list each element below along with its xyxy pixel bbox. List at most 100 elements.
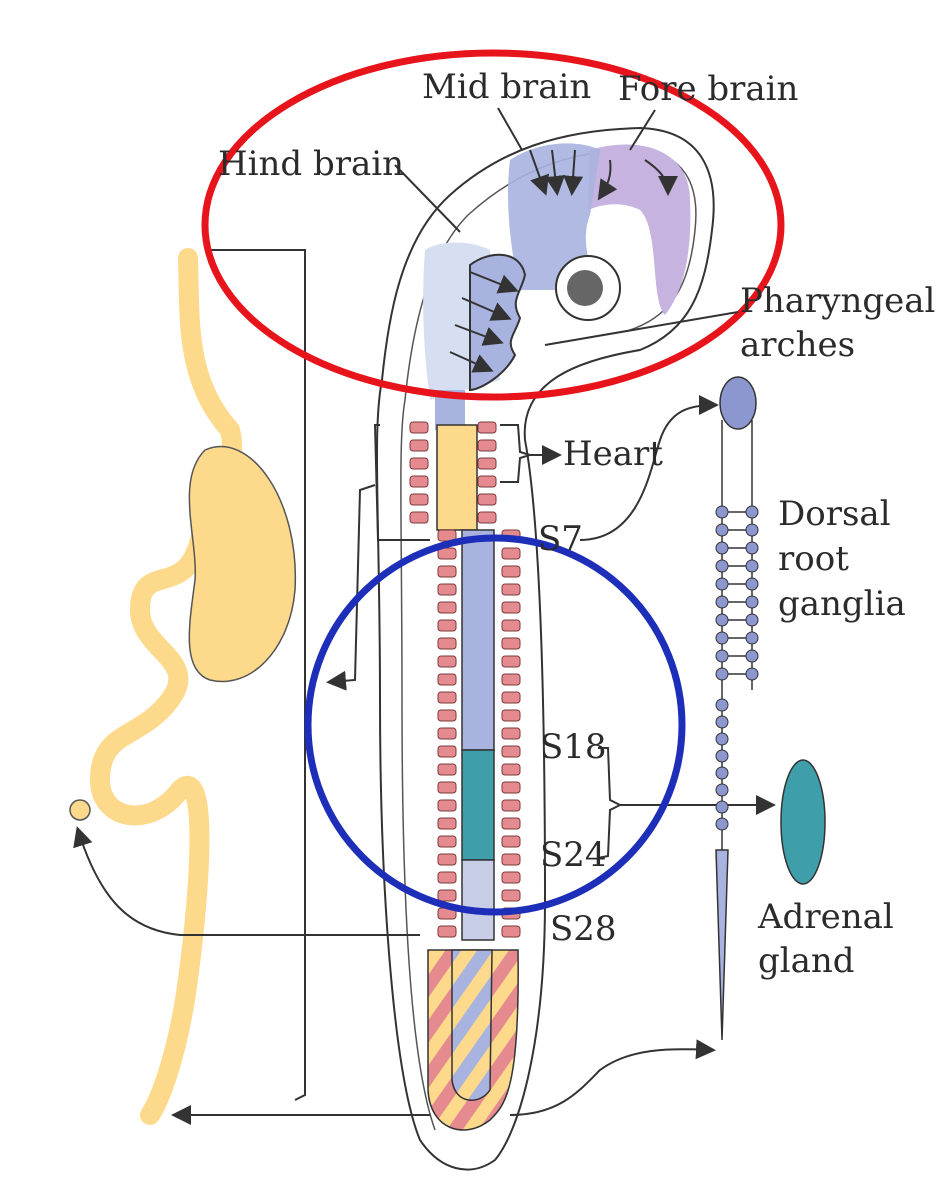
somite bbox=[437, 799, 457, 812]
ganglion-bead bbox=[715, 631, 729, 645]
somite bbox=[437, 763, 457, 776]
sympathetic-bead bbox=[715, 817, 729, 831]
neural-tube-lower bbox=[461, 859, 495, 941]
left-connectors bbox=[73, 249, 430, 1125]
neural-tube-blue bbox=[461, 529, 495, 751]
somite bbox=[437, 547, 457, 560]
somite bbox=[501, 583, 521, 596]
somite bbox=[437, 781, 457, 794]
sympathetic-spike bbox=[715, 849, 729, 1041]
somite bbox=[409, 493, 429, 506]
ganglion-bead bbox=[745, 577, 759, 591]
hind-brain-label: Hind brain bbox=[218, 144, 404, 184]
root-label: root bbox=[778, 539, 849, 579]
somite bbox=[477, 511, 497, 524]
somite bbox=[477, 457, 497, 470]
somite bbox=[501, 691, 521, 704]
somite bbox=[501, 889, 521, 902]
somite bbox=[437, 673, 457, 686]
fore-brain-label: Fore brain bbox=[618, 69, 798, 109]
somite bbox=[437, 817, 457, 830]
ganglion-bead bbox=[745, 595, 759, 609]
somite bbox=[501, 925, 521, 938]
somite bbox=[437, 583, 457, 596]
somite bbox=[501, 619, 521, 632]
somite bbox=[437, 655, 457, 668]
ganglion-bead bbox=[715, 667, 729, 681]
somite bbox=[437, 619, 457, 632]
dorsal-label: Dorsal bbox=[778, 494, 891, 534]
somite bbox=[501, 853, 521, 866]
somite bbox=[501, 781, 521, 794]
heart-bracket bbox=[373, 424, 562, 541]
somite bbox=[501, 871, 521, 884]
somite bbox=[501, 835, 521, 848]
neural-tube-yellow bbox=[436, 424, 478, 531]
ganglion-bead bbox=[715, 595, 729, 609]
somite bbox=[501, 763, 521, 776]
sympathetic-bead bbox=[715, 749, 729, 763]
somite bbox=[437, 871, 457, 884]
label-leaders bbox=[394, 107, 739, 346]
ganglion-bead bbox=[715, 541, 729, 555]
somite bbox=[409, 439, 429, 452]
somite bbox=[477, 421, 497, 434]
somite bbox=[409, 421, 429, 434]
ganglion-bead bbox=[715, 559, 729, 573]
somite bbox=[477, 475, 497, 488]
somite bbox=[501, 709, 521, 722]
gland-label: gland bbox=[758, 941, 855, 981]
ganglion-bead bbox=[745, 613, 759, 627]
sympathetic-bead bbox=[715, 715, 729, 729]
kidney-duct bbox=[90, 248, 242, 1125]
somite bbox=[501, 601, 521, 614]
ganglion-bead bbox=[745, 667, 759, 681]
somite bbox=[501, 637, 521, 650]
somite bbox=[501, 655, 521, 668]
ganglion-bead bbox=[715, 505, 729, 519]
sympathetic-bead bbox=[715, 698, 729, 712]
ganglion-bead bbox=[715, 577, 729, 591]
s28-label: S28 bbox=[550, 909, 617, 949]
arches-label: arches bbox=[740, 325, 855, 365]
somite bbox=[501, 817, 521, 830]
tail-striped-inner bbox=[451, 949, 493, 1101]
ganglion-bead bbox=[745, 541, 759, 555]
ganglia-label: ganglia bbox=[778, 584, 906, 624]
somite bbox=[437, 925, 457, 938]
brain-migration-arrows bbox=[449, 149, 678, 373]
somite bbox=[501, 547, 521, 560]
somite bbox=[437, 691, 457, 704]
adrenal-bracket bbox=[597, 747, 776, 859]
somite bbox=[437, 601, 457, 614]
ganglion-bead bbox=[715, 613, 729, 627]
mid-brain-label: Mid brain bbox=[422, 67, 591, 107]
somite bbox=[437, 565, 457, 578]
somite bbox=[437, 745, 457, 758]
somite bbox=[501, 565, 521, 578]
somite bbox=[501, 799, 521, 812]
somite bbox=[437, 637, 457, 650]
kidney-body bbox=[188, 445, 297, 683]
adrenal-label: Adrenal bbox=[757, 897, 894, 937]
somites bbox=[409, 421, 521, 938]
somite bbox=[437, 835, 457, 848]
blue-highlight-circle bbox=[304, 534, 686, 916]
ganglion-bead bbox=[745, 631, 759, 645]
adrenal-gland bbox=[780, 759, 826, 885]
sympathetic-bead bbox=[715, 732, 729, 746]
sympathetic-bead bbox=[715, 783, 729, 797]
red-highlight-ellipse bbox=[201, 49, 785, 401]
ganglion-bead bbox=[715, 523, 729, 537]
s7-to-drg-arrow bbox=[579, 395, 719, 541]
somite bbox=[477, 439, 497, 452]
ganglion-bead bbox=[745, 559, 759, 573]
somite bbox=[437, 709, 457, 722]
adrenal-source-segment bbox=[461, 749, 495, 861]
somite bbox=[437, 889, 457, 902]
ganglion-bead bbox=[715, 649, 729, 663]
pharyngeal-label: Pharyngeal bbox=[740, 281, 935, 321]
eye-lens bbox=[567, 270, 603, 306]
s18-label: S18 bbox=[540, 727, 607, 767]
